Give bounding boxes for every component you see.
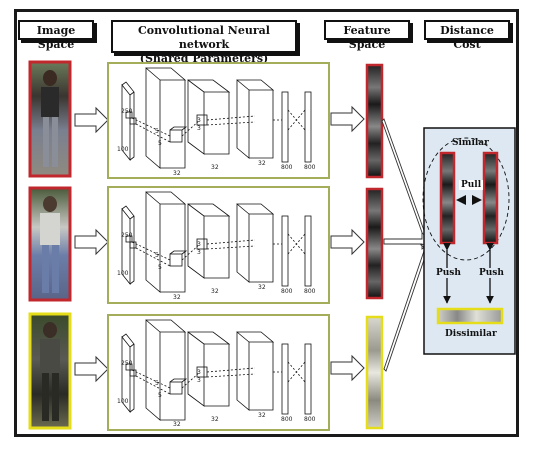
push-right-label: Push	[479, 268, 504, 278]
kernel4-label: 3	[197, 125, 201, 132]
map1-label: 32	[173, 294, 181, 301]
person-image-1	[28, 60, 72, 178]
dissimilar-feature	[436, 307, 504, 325]
person-image-3	[28, 312, 72, 430]
cnn-out-arrow-2	[330, 228, 365, 256]
kernel1-label: 5	[155, 128, 159, 135]
kernel2-label: 5	[158, 392, 162, 399]
cnn-box-3	[107, 314, 330, 431]
similar-feature-left	[439, 151, 456, 245]
kernel3-label: 3	[197, 241, 201, 248]
kernel2-label: 5	[158, 264, 162, 271]
map2-label: 32	[211, 416, 219, 423]
input-width-label: 100	[117, 146, 129, 153]
kernel3-label: 3	[197, 117, 201, 124]
fc2-label: 800	[304, 288, 316, 295]
input-width-label: 100	[117, 398, 129, 405]
fc2-label: 800	[304, 164, 316, 171]
fc2-label: 800	[304, 416, 316, 423]
distance-cost-header: Distance Cost	[424, 20, 510, 51]
map2-label: 32	[211, 288, 219, 295]
cnn-layers	[121, 67, 312, 169]
similar-group-outline	[422, 137, 510, 261]
fc1-label: 800	[281, 164, 293, 171]
dissimilar-label: Dissimilar	[445, 329, 497, 339]
cnn-header-title: Convolutional Neural network	[138, 24, 270, 51]
input-height-label: 250	[121, 360, 133, 367]
input-arrow-1	[74, 106, 109, 134]
input-height-label: 250	[121, 108, 133, 115]
push-left-label: Push	[436, 268, 461, 278]
similar-label: Similar	[452, 138, 489, 148]
pull-label: Pull	[459, 180, 484, 190]
kernel1-label: 5	[155, 252, 159, 259]
cnn-out-arrow-3	[330, 354, 365, 382]
feature-vector-2	[365, 187, 384, 300]
map3-label: 32	[258, 160, 266, 167]
person-image-2	[28, 186, 72, 302]
map1-label: 32	[173, 170, 181, 177]
kernel4-label: 3	[197, 377, 201, 384]
kernel4-label: 3	[197, 249, 201, 256]
cnn-box-2	[107, 186, 330, 304]
input-height-label: 250	[121, 232, 133, 239]
feature-vector-1	[365, 63, 384, 179]
feature-vector-3	[365, 315, 384, 430]
pull-arrows	[456, 195, 482, 205]
fc1-label: 800	[281, 288, 293, 295]
map1-label: 32	[173, 421, 181, 428]
kernel3-label: 3	[197, 369, 201, 376]
input-arrow-3	[74, 355, 109, 383]
map3-label: 32	[258, 284, 266, 291]
input-width-label: 100	[117, 270, 129, 277]
cnn-header: Convolutional Neural network (Shared Par…	[111, 20, 297, 65]
kernel2-label: 5	[158, 140, 162, 147]
image-space-header: Image Space	[18, 20, 94, 51]
fc1-label: 800	[281, 416, 293, 423]
input-arrow-2	[74, 228, 109, 256]
map3-label: 32	[258, 412, 266, 419]
map2-label: 32	[211, 164, 219, 171]
similar-feature-right	[482, 151, 499, 245]
figure-frame	[14, 9, 519, 437]
cnn-header-subtitle: (Shared Parameters)	[139, 52, 269, 65]
cnn-out-arrow-1	[330, 105, 365, 133]
feature-space-header: Feature Space	[324, 20, 410, 51]
kernel1-label: 5	[155, 380, 159, 387]
cnn-box-1	[107, 62, 330, 179]
